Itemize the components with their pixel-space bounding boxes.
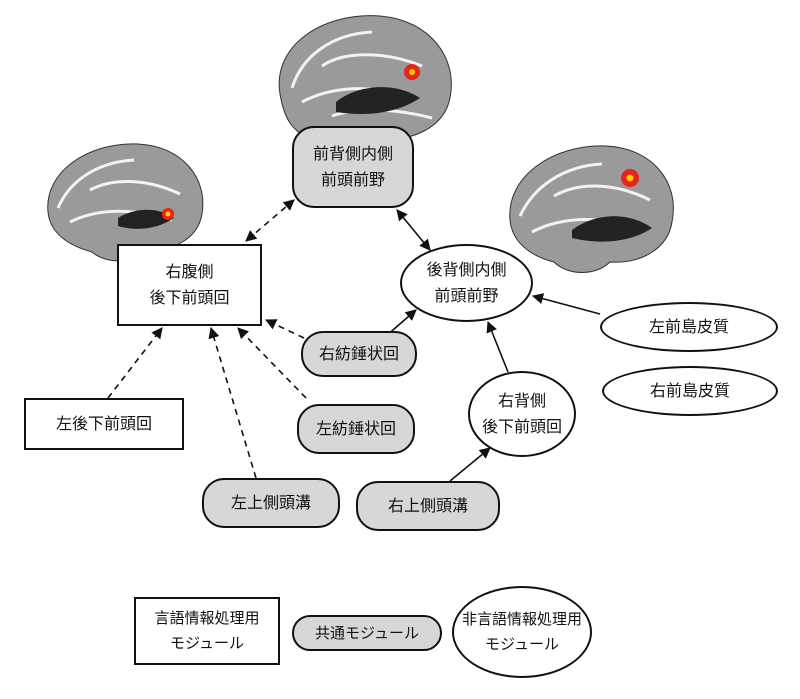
node-n1: 前背側内側 前頭前野 — [292, 126, 414, 208]
link-n11-n9 — [449, 447, 491, 482]
link-n9-n3 — [486, 320, 509, 373]
node-n2: 右腹側 後下前頭回 — [117, 244, 262, 326]
node-n9: 右背側 後下前頭回 — [468, 371, 576, 457]
link-n10-n2 — [208, 326, 257, 479]
legend-nonlanguage-label: 非言語情報処理用 モジュール — [461, 610, 582, 653]
brain-slice-right — [509, 145, 674, 273]
link-n1-n3 — [396, 209, 431, 251]
legend-common-label: 共通モジュール — [315, 623, 419, 642]
node-n10-label: 左上側頭溝 — [230, 492, 311, 512]
node-n2-label: 右腹側 後下前頭回 — [149, 261, 230, 307]
node-n3-label: 後背側内側 前頭前野 — [426, 259, 507, 305]
node-n5-label: 左前島皮質 — [648, 316, 729, 336]
legend-common-module: 共通モジュール — [292, 615, 442, 651]
node-n7-label: 右前島皮質 — [649, 380, 730, 400]
node-n8-label: 左紡錘状回 — [315, 418, 396, 438]
legend-nonlanguage-module: 非言語情報処理用 モジュール — [452, 586, 592, 678]
node-n3: 後背側内側 前頭前野 — [400, 244, 533, 322]
link-n1-n2 — [245, 199, 295, 242]
node-n7: 右前島皮質 — [602, 366, 778, 416]
brain-slice-left — [47, 143, 204, 262]
node-n8: 左紡錘状回 — [297, 404, 415, 454]
link-n5-n3 — [531, 293, 601, 315]
brain-slice-top — [278, 15, 452, 151]
legend-language-module: 言語情報処理用 モジュール — [134, 597, 280, 665]
node-n10: 左上側頭溝 — [202, 478, 340, 528]
node-n4: 右紡錘状回 — [301, 331, 417, 377]
link-n6-n2 — [107, 327, 163, 399]
link-n4-n2 — [264, 319, 305, 339]
node-n6-label: 左後下前頭回 — [55, 413, 152, 433]
node-n6: 左後下前頭回 — [24, 398, 184, 450]
node-n5: 左前島皮質 — [600, 302, 778, 352]
node-n11: 右上側頭溝 — [356, 481, 500, 531]
node-n4-label: 右紡錘状回 — [318, 343, 399, 363]
link-n8-n2 — [237, 327, 307, 399]
node-n11-label: 右上側頭溝 — [387, 495, 468, 515]
legend-language-label: 言語情報処理用 モジュール — [154, 609, 260, 652]
node-n1-label: 前背側内側 前頭前野 — [312, 143, 393, 189]
node-n9-label: 右背側 後下前頭回 — [481, 390, 562, 436]
